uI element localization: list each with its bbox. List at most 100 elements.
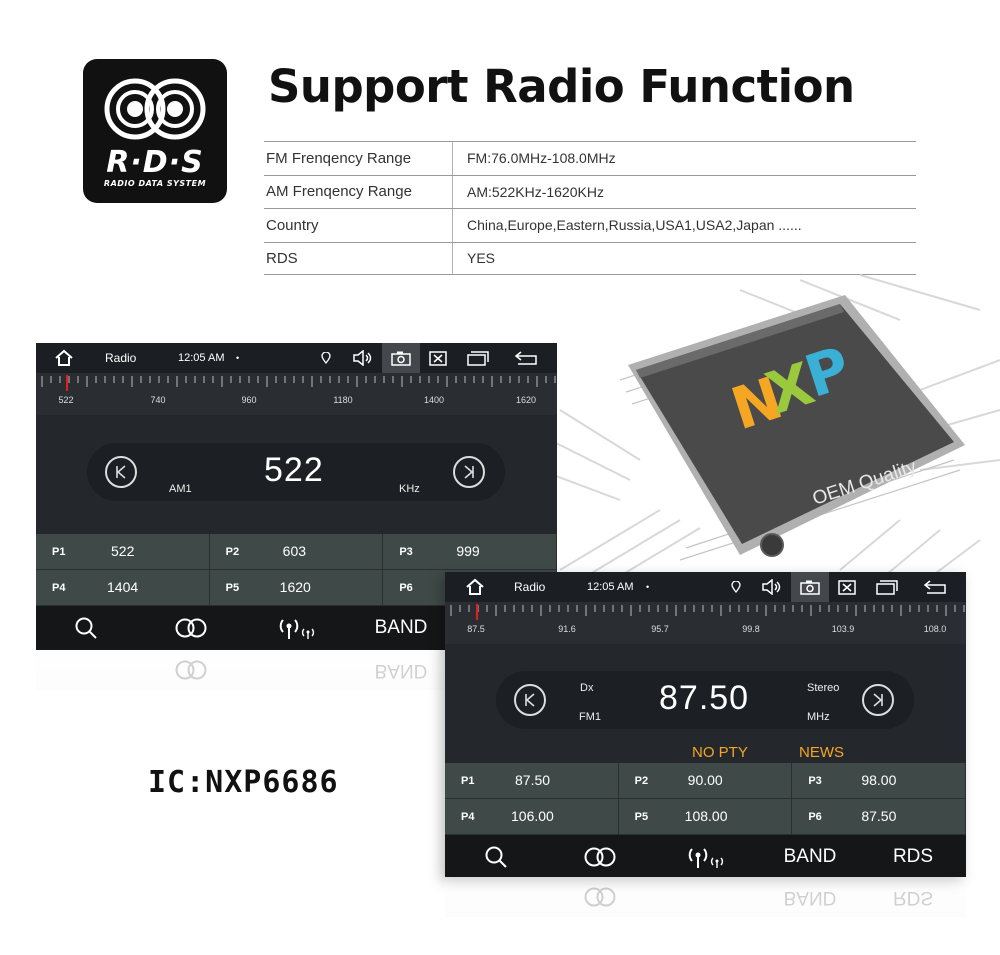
seek-next-button[interactable] (453, 456, 485, 488)
seek-prev-button[interactable] (514, 684, 546, 716)
band-button-reflection: BAND (783, 887, 837, 908)
antenna-signal-icon[interactable] (683, 835, 727, 877)
pty-label: NO PTY (692, 744, 748, 761)
spec-row: AM Frenqency Range AM:522KHz-1620KHz (264, 174, 916, 208)
reflection-bar: BAND RDS (445, 877, 966, 917)
frequency-display: Dx FM1 87.50 Stereo MHz (496, 671, 914, 729)
band-label: AM1 (169, 483, 192, 495)
seek-prev-button[interactable] (105, 456, 137, 488)
screenshot-icon[interactable] (791, 572, 829, 602)
status-bar: Radio 12:05 AM • (445, 572, 966, 602)
preset-button[interactable]: P3 98.00 (792, 763, 966, 799)
dial-label: 95.7 (651, 624, 669, 634)
preset-button[interactable]: P1 522 (36, 534, 210, 570)
spec-label: RDS (264, 242, 453, 274)
recent-apps-icon[interactable] (875, 572, 899, 602)
frequency-value: 87.50 (659, 679, 750, 717)
spec-row: Country China,Europe,Eastern,Russia,USA1… (264, 208, 916, 242)
reflection-bar: BAND (36, 650, 557, 690)
skip-next-icon (873, 693, 883, 707)
preset-name: P3 (399, 546, 413, 558)
spec-value: AM:522KHz-1620KHz (467, 183, 604, 200)
antenna-signal-icon[interactable] (274, 606, 318, 650)
preset-value: 87.50 (515, 772, 551, 788)
rds-logo-icon (104, 78, 206, 140)
app-title: Radio (105, 351, 137, 365)
spec-row: RDS YES (264, 241, 916, 275)
spec-label: AM Frenqency Range (264, 175, 453, 208)
rds-logo-subtext: RADIO DATA SYSTEM (103, 179, 207, 188)
preset-value: 106.00 (511, 808, 554, 824)
dial-label: 740 (150, 395, 166, 405)
dial-label: 108.0 (923, 624, 947, 634)
close-app-icon[interactable] (429, 343, 447, 373)
stereo-icon[interactable] (169, 606, 213, 650)
spec-value: FM:76.0MHz-108.0MHz (467, 150, 616, 167)
home-icon[interactable] (54, 343, 74, 373)
screen-reflection: BAND (36, 650, 557, 690)
seek-next-button[interactable] (862, 684, 894, 716)
skip-next-icon (464, 465, 474, 479)
stereo-icon[interactable] (578, 835, 622, 877)
band-label: FM1 (579, 711, 601, 723)
preset-button[interactable]: P5 1620 (209, 570, 384, 606)
dx-label: Dx (580, 682, 594, 694)
recent-apps-icon[interactable] (466, 343, 490, 373)
preset-value: 1620 (279, 579, 311, 595)
preset-value: 603 (282, 543, 307, 559)
dial-label: 91.6 (558, 624, 576, 634)
clock: 12:05 AM (178, 352, 225, 364)
preset-name: P3 (808, 775, 822, 787)
frequency-dial[interactable]: 522 740 960 1180 1400 1620 (36, 373, 557, 415)
dial-label: 87.5 (467, 624, 485, 634)
status-dot: • (236, 353, 240, 363)
preset-button[interactable]: P1 87.50 (445, 763, 619, 799)
band-button[interactable]: BAND (374, 617, 428, 638)
app-title: Radio (514, 580, 546, 594)
rds-button[interactable]: RDS (892, 846, 934, 867)
preset-value: 522 (111, 543, 135, 559)
preset-name: P5 (225, 582, 240, 594)
home-icon[interactable] (465, 572, 485, 602)
volume-icon[interactable] (761, 572, 783, 602)
preset-name: P4 (52, 582, 66, 594)
preset-value: 98.00 (861, 772, 897, 788)
status-dot: • (646, 582, 650, 592)
preset-name: P1 (461, 775, 475, 787)
frequency-display: AM1 522 KHz (87, 443, 505, 501)
band-button[interactable]: BAND (783, 846, 837, 867)
status-bar: Radio 12:05 AM • (36, 343, 557, 373)
dial-label: 1180 (333, 395, 353, 405)
back-icon[interactable] (514, 343, 538, 373)
radio-screen-fm: Radio 12:05 AM • 87.5 91.6 95.7 99.8 103… (445, 572, 966, 877)
unit-label: MHz (807, 711, 830, 723)
preset-name: P1 (52, 546, 66, 558)
screenshot-icon[interactable] (382, 343, 420, 373)
dial-label: 522 (58, 395, 74, 405)
skip-previous-icon (525, 693, 535, 707)
clock: 12:05 AM (587, 581, 634, 593)
nxp-chip-illustration: N X P OEM Quality (539, 270, 1000, 590)
frequency-dial[interactable]: 87.5 91.6 95.7 99.8 103.9 108.0 (445, 602, 966, 644)
news-label: NEWS (799, 744, 844, 761)
dial-label: 1400 (423, 395, 445, 405)
bottom-toolbar: BAND RDS (445, 835, 966, 877)
search-icon[interactable] (64, 606, 108, 650)
search-icon[interactable] (474, 835, 518, 877)
close-app-icon[interactable] (838, 572, 856, 602)
back-icon[interactable] (923, 572, 947, 602)
screen-reflection: BAND RDS (445, 877, 966, 917)
preset-name: P6 (399, 582, 413, 594)
volume-icon[interactable] (352, 343, 374, 373)
rds-logo: R·D·S RADIO DATA SYSTEM (83, 59, 227, 203)
preset-value: 87.50 (861, 808, 897, 824)
frequency-value: 522 (264, 451, 324, 489)
